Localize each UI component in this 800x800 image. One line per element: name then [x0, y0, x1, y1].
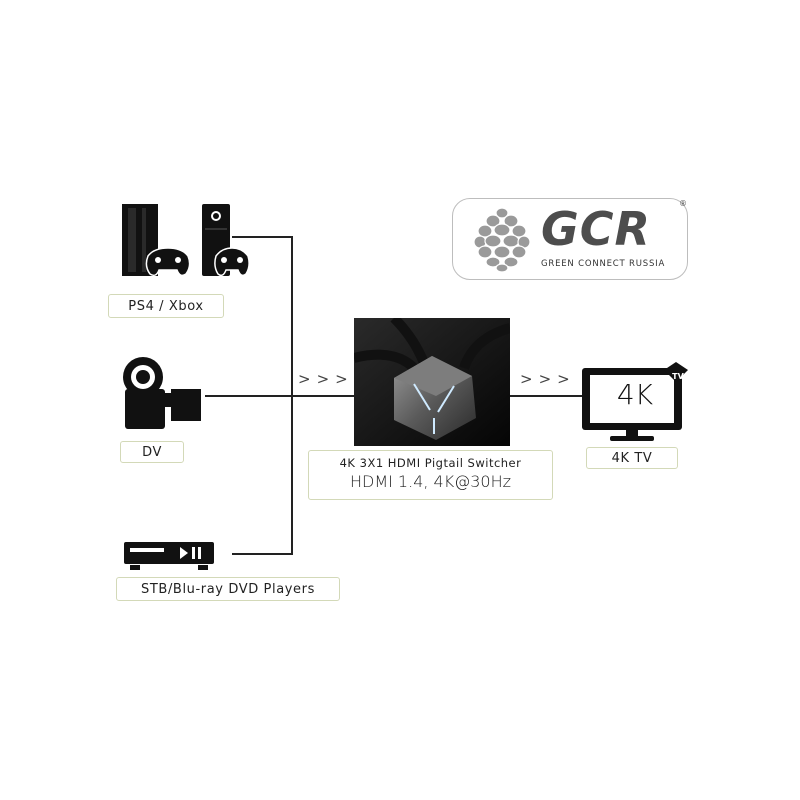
- logo-subtitle: GREEN CONNECT RUSSIA: [541, 259, 666, 269]
- connector-dv: [205, 395, 293, 397]
- game-console-icon: [122, 204, 250, 277]
- connector-stb: [232, 553, 292, 555]
- label-ps4-xbox: PS4 / Xbox: [108, 294, 224, 318]
- switcher-caption: 4K 3X1 HDMI Pigtail Switcher HDMI 1.4, 4…: [308, 450, 553, 500]
- tv-screen-text: 4K: [616, 378, 654, 411]
- gcr-logo: GCR GREEN CONNECT RUSSIA ®: [452, 198, 688, 280]
- tv-icon: [582, 362, 688, 441]
- label-dv: DV: [120, 441, 184, 463]
- label-stb-bluray: STB/Blu-ray DVD Players: [116, 577, 340, 601]
- connector-ps4: [232, 236, 292, 238]
- dvd-player-icon: [124, 542, 214, 570]
- switcher-title: 4K 3X1 HDMI Pigtail Switcher: [339, 456, 522, 470]
- connector-to-switcher: [292, 395, 354, 397]
- arrow-to-tv: >>>: [520, 370, 576, 388]
- camcorder-icon: [123, 357, 201, 429]
- label-4k-tv: 4K TV: [586, 447, 678, 469]
- pinecone-icon: [473, 207, 531, 273]
- registered-mark: ®: [679, 199, 687, 208]
- arrow-to-switcher: >>>: [298, 370, 354, 388]
- connector-to-tv: [510, 395, 582, 397]
- tv-badge: TV: [672, 372, 684, 381]
- switcher-spec: HDMI 1.4, 4K@30Hz: [349, 472, 512, 491]
- hdmi-switcher-image: [354, 318, 510, 446]
- logo-wordmark: GCR: [541, 202, 651, 256]
